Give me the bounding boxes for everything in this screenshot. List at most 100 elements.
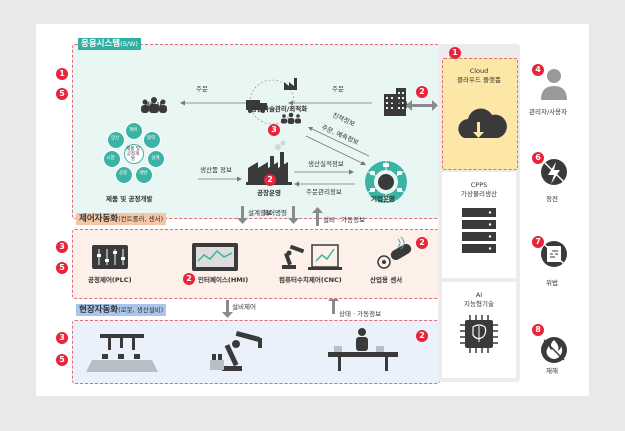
edge-perf-info: 생산실적정보	[308, 160, 344, 168]
outage-label: 정전	[546, 195, 558, 203]
press-line-icon	[86, 334, 158, 372]
petal	[115, 165, 134, 184]
field-layer-title-suffix: (로봇, 생산설비)	[118, 306, 164, 314]
field-layer-title: 현장자동화(로봇, 생산설비)	[76, 304, 167, 316]
h-arrow-1	[406, 100, 438, 111]
petal-label: 협력	[146, 136, 156, 142]
violation-label: 위법	[546, 279, 558, 287]
cloud-subtitle: 클라우드 플랫폼	[457, 76, 501, 84]
edge-order-left: 주문	[196, 85, 208, 93]
people-icon	[281, 112, 301, 124]
petal	[107, 130, 126, 149]
chip-icon	[460, 315, 498, 353]
badge-disaster: 8	[532, 324, 544, 336]
customer-building-icon	[384, 88, 406, 116]
sensor-icon	[377, 236, 412, 269]
app-layer-title-suffix: (S/W)	[120, 40, 138, 48]
cpps-subtitle: 가상물리생산	[461, 190, 497, 198]
mini-factory-icon	[284, 78, 297, 90]
petal	[142, 130, 161, 149]
plc-icon	[92, 245, 128, 269]
badge-field-5: 5	[56, 354, 68, 366]
badge-outage: 6	[532, 152, 544, 164]
label-equipment-info: 설비 · 가동정보	[323, 216, 366, 224]
arrow-order-right-head	[288, 100, 293, 106]
label-control-command: 제어명령	[263, 209, 287, 217]
violation-icon	[541, 241, 567, 267]
petal-label: 시험	[106, 155, 115, 161]
badge-link-cpps: 2	[416, 237, 428, 249]
field-graphics	[86, 328, 398, 372]
diagram-canvas: 응용시스템(S/W)	[36, 24, 589, 396]
control-layer-title-suffix: (컨트롤러, 센서)	[118, 215, 164, 223]
control-layer-title: 제어자동화(컨트롤러, 센서)	[76, 213, 167, 225]
device-hmi-label: 인터페이스(HMI)	[198, 276, 249, 284]
badge-cloud: 1	[449, 47, 461, 59]
petal-label: 양산	[110, 136, 120, 142]
arrow-order-left-head	[180, 100, 185, 106]
app-layer-title: 응용시스템(S/W)	[78, 38, 141, 50]
edge-prod-info: 생산품 정보	[200, 166, 232, 174]
app-layer-title-text: 응용시스템	[81, 39, 121, 49]
device-plc-label: 공정제어(PLC)	[88, 276, 132, 284]
petal-label: 공정	[118, 171, 128, 177]
device-sensor-label: 산업용 센서	[370, 276, 403, 284]
user-icon	[541, 69, 567, 100]
petal-label: 설계	[151, 155, 160, 161]
badge-user: 4	[532, 64, 544, 76]
badge-app-1: 1	[56, 68, 68, 80]
ai-subtitle: 지능형기술	[464, 300, 494, 308]
arrow-forecast	[305, 135, 365, 165]
badge-field-3: 3	[56, 332, 68, 344]
badge-scm: 3	[268, 124, 280, 136]
cloud-graphics	[458, 108, 507, 138]
badge-factory: 2	[264, 174, 276, 186]
badge-link-ai: 2	[416, 330, 428, 342]
petal-center-label: 제품 및 공정개발	[126, 147, 140, 162]
label-design-info: 설계정보	[248, 209, 272, 217]
scm-label: 공급사슬관리/최적화	[251, 105, 308, 113]
side-icons-graphics	[541, 69, 567, 363]
product-dev-label: 제품 및 공정개발	[106, 195, 153, 203]
petal	[125, 122, 143, 140]
badge-control-3: 3	[56, 241, 68, 253]
label-status-info: 상태 · 가동정보	[339, 310, 382, 318]
truck-icon	[246, 100, 267, 113]
petal	[102, 150, 121, 169]
cloud-icon	[458, 108, 507, 138]
cloud-title: Cloud	[469, 67, 489, 75]
edge-order-mgmt: 주문관리정보	[306, 188, 342, 196]
enterprise-label: 기업운영	[371, 195, 395, 203]
badge-violation: 7	[532, 236, 544, 248]
petal	[134, 165, 153, 184]
arrow-affinity	[309, 127, 370, 157]
label-equip-control: 설비제어	[232, 303, 256, 311]
badge-app-5: 5	[56, 88, 68, 100]
power-outage-icon	[541, 159, 567, 185]
product-dev-petals: 제품 및 공정개발	[98, 118, 168, 188]
hmi-icon	[192, 243, 238, 271]
field-layer-title-text: 현장자동화	[79, 305, 119, 315]
partner-label: 협력사	[144, 101, 162, 109]
disaster-label: 재해	[546, 367, 558, 375]
badge-hmi: 2	[183, 273, 195, 285]
user-label: 관리자/사용자	[529, 108, 568, 116]
disaster-icon	[541, 337, 567, 363]
petal-label: 개발	[138, 171, 148, 177]
badge-control-5: 5	[56, 262, 68, 274]
cpps-graphics	[462, 208, 496, 253]
enterprise-ring	[365, 161, 407, 203]
partner-icon	[141, 97, 167, 113]
edge-order-right: 주문	[332, 85, 344, 93]
control-devices-graphics	[92, 236, 412, 271]
worker-conveyor-icon	[328, 328, 398, 371]
badge-link-cloud: 2	[416, 86, 428, 98]
control-layer-title-text: 제어자동화	[79, 214, 119, 224]
petal	[147, 150, 166, 169]
petal-label: 계획	[128, 127, 138, 133]
robot-arm-icon	[210, 330, 262, 371]
device-cnc-label: 컴퓨터수치제어(CNC)	[279, 276, 342, 284]
cpps-title: CPPS	[470, 181, 488, 189]
customer-label: 고객사	[390, 101, 408, 109]
app-layer-graphics	[141, 78, 407, 203]
